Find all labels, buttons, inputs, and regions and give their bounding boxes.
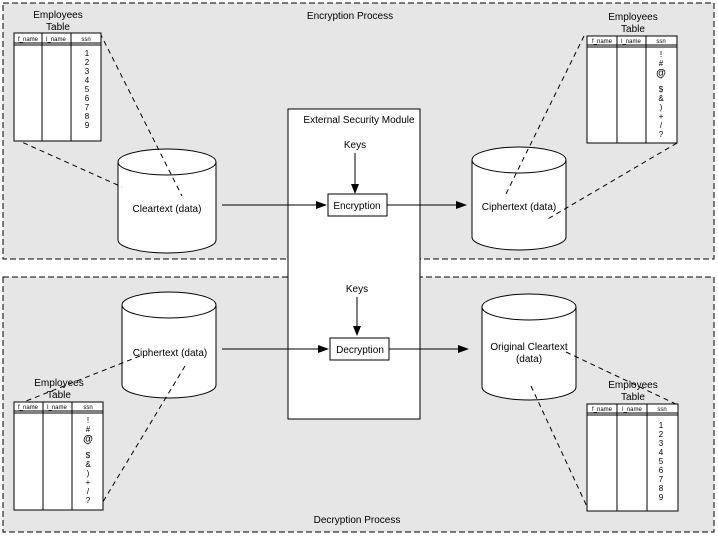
svg-text:ssn: ssn [83,405,92,411]
employees-table-enc-left: Employees Table f_name l_name ssn 1 2 3 … [13,10,102,142]
svg-text:Table: Table [621,392,645,403]
svg-text:f_name: f_name [592,39,613,45]
svg-text:1: 1 [659,421,664,430]
svg-text:9: 9 [659,493,664,502]
svg-text:): ) [660,103,663,112]
arrowhead-decryption-to-original [458,345,469,353]
svg-text:': ' [87,442,89,451]
keys-label-bottom: Keys [346,284,368,295]
svg-text:Table: Table [46,22,70,33]
svg-text:/: / [660,121,663,130]
svg-text:4: 4 [659,448,664,457]
svg-text:/: / [87,487,90,496]
svg-text:7: 7 [85,103,90,112]
svg-text:7: 7 [659,475,664,484]
svg-text:Table: Table [47,390,71,401]
svg-text:$: $ [86,451,91,460]
svg-text:@: @ [83,434,93,445]
cylinder-original-cleartext [481,293,577,401]
svg-text:f_name: f_name [18,405,39,411]
cylinder-ciphertext-left-label: Ciphertext (data) [133,348,207,359]
svg-text:l_name: l_name [621,39,641,45]
svg-text:3: 3 [659,439,664,448]
svg-text:ssn: ssn [657,407,666,413]
employees-table-dec-right: Employees Table f_name l_name ssn 1 2 3 … [586,380,679,512]
svg-text:#: # [86,425,91,434]
arrowhead-ciphertext-to-decryption [318,345,329,353]
encryption-panel-title: Encryption Process [307,11,393,22]
svg-text:ssn: ssn [81,37,90,43]
svg-text:#: # [659,59,664,68]
cylinder-cleartext-label: Cleartext (data) [133,204,202,215]
svg-text:Employees: Employees [34,378,83,389]
svg-text:l_name: l_name [47,405,67,411]
svg-text:): ) [87,469,90,478]
svg-text:3: 3 [85,67,90,76]
decryption-panel-title: Decryption Process [314,515,401,526]
svg-text:1: 1 [85,49,90,58]
svg-text:?: ? [86,496,91,505]
svg-text:5: 5 [659,457,664,466]
svg-text:!: ! [87,416,89,425]
svg-text:2: 2 [659,430,664,439]
svg-text:f_name: f_name [592,407,613,413]
cylinder-ciphertext-right-label: Ciphertext (data) [482,202,556,213]
svg-text:?: ? [659,130,664,139]
cylinder-ciphertext-left [121,291,217,399]
svg-text:4: 4 [85,76,90,85]
svg-text:$: $ [659,85,664,94]
cylinder-cleartext [117,148,217,254]
svg-text:@: @ [656,68,666,79]
svg-text:8: 8 [659,484,664,493]
svg-text:5: 5 [85,85,90,94]
security-module-title: External Security Module [303,115,415,126]
svg-text:&: & [658,94,664,103]
keys-arrowhead-top [351,184,359,194]
svg-text:&: & [85,460,91,469]
security-module-box [287,108,421,420]
table-connectors [14,32,681,512]
svg-text:2: 2 [85,58,90,67]
svg-text:l_name: l_name [46,37,66,43]
svg-text:+: + [86,478,91,487]
svg-text:+: + [659,112,664,121]
svg-text:Employees: Employees [608,380,657,391]
cylinder-original-label-line1: Original Cleartext [490,342,567,353]
arrowhead-cleartext-to-encryption [316,201,327,209]
svg-text:Table: Table [621,24,645,35]
employees-table-enc-right: Employees Table f_name l_name ssn ! # @ … [586,12,678,144]
svg-text:f_name: f_name [18,37,39,43]
encryption-box-label: Encryption [333,201,380,212]
svg-text:': ' [660,76,662,85]
svg-text:!: ! [660,50,662,59]
svg-text:8: 8 [85,112,90,121]
decryption-box-label: Decryption [336,345,384,356]
cylinder-original-label-line2: (data) [516,354,542,365]
svg-text:6: 6 [85,94,90,103]
svg-text:Employees: Employees [33,10,82,21]
arrowhead-encryption-to-ciphertext [456,201,467,209]
keys-label-top: Keys [344,140,366,151]
keys-arrowhead-bottom [353,326,361,336]
employees-table-dec-left: Employees Table f_name l_name ssn ! # @ … [13,378,104,511]
cylinder-ciphertext-right [471,146,567,251]
svg-text:ssn: ssn [656,39,665,45]
svg-text:9: 9 [85,121,90,130]
svg-text:Employees: Employees [608,12,657,23]
svg-text:6: 6 [659,466,664,475]
svg-text:l_name: l_name [622,407,642,413]
